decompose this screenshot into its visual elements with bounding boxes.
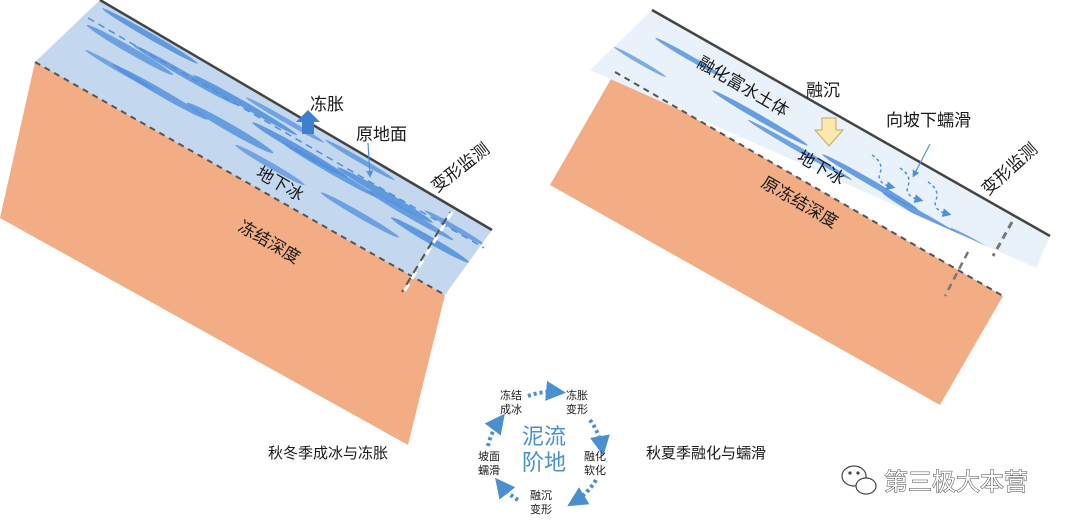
right-panel: 融化富水土体 融沉 向坡下蠕滑 地下冰 变形监测 原冻结深度 秋夏季融化与蠕滑 xyxy=(550,8,1051,462)
right-monitoring-pole-upper xyxy=(991,221,1014,257)
creep-arrow-1-icon xyxy=(871,154,896,191)
cycle-step5-line2: 蠕滑 xyxy=(478,464,500,477)
frost-heave-label: 冻胀 xyxy=(310,95,344,115)
left-deformation-monitoring-label: 变形监测 xyxy=(428,139,494,197)
right-thaw-front xyxy=(614,71,1004,297)
watermark-text: 第三极大本营 xyxy=(884,468,1028,496)
downslope-creep-label: 向坡下蠕滑 xyxy=(886,111,971,131)
cycle-center-line1: 泥流 xyxy=(522,425,566,450)
cycle-step3-line2: 软化 xyxy=(584,463,606,477)
cycle-step3-line1: 融化 xyxy=(584,449,606,463)
original-ground-pointer xyxy=(366,142,374,178)
right-caption: 秋夏季融化与蠕滑 xyxy=(646,444,766,462)
wechat-icon xyxy=(841,465,877,495)
left-ground-surface xyxy=(99,0,493,232)
cycle-step2-line1: 冻胀 xyxy=(566,388,588,402)
cycle-step1-line1: 冻结 xyxy=(500,388,522,402)
cycle-arrow-4 xyxy=(495,477,520,502)
cycle-arrow-5 xyxy=(484,413,505,447)
left-freezing-front xyxy=(34,61,446,296)
creep-arrow-2-icon xyxy=(899,167,924,204)
cycle-step2-line2: 变形 xyxy=(566,402,588,416)
cycle-arrow-1 xyxy=(527,380,566,401)
left-monitoring-pole xyxy=(402,211,454,293)
cycle-arrow-2 xyxy=(588,418,610,456)
watermark: 第三极大本营 xyxy=(841,465,1029,497)
thaw-settlement-arrow-icon xyxy=(813,117,845,147)
cycle-step4-line2: 变形 xyxy=(530,502,552,516)
cycle-step1-line2: 成冰 xyxy=(500,403,522,416)
right-monitoring-pole-lower xyxy=(943,251,970,297)
left-original-ground-line xyxy=(87,17,485,249)
cycle-step4-line1: 融沉 xyxy=(530,489,552,502)
creep-arrow-3-icon xyxy=(927,181,952,218)
downslope-creep-pointer xyxy=(912,143,931,178)
frost-heave-arrow-icon xyxy=(296,110,320,134)
mudflow-terrace-cycle: 泥流 阶地 冻结 成冰 冻胀 变形 融化 软化 融沉 变形 坡面 蠕滑 xyxy=(478,380,610,516)
cycle-step5-line1: 坡面 xyxy=(478,450,500,463)
right-ground-surface xyxy=(651,8,1051,238)
left-panel: 冻胀 原地面 地下冰 变形监测 冻结深度 秋冬季成冰与冻胀 xyxy=(0,0,494,462)
right-soil-block xyxy=(550,72,1003,405)
thaw-settlement-label: 融沉 xyxy=(806,81,840,101)
left-monitoring-pole-shadow xyxy=(401,211,451,293)
left-soil-block xyxy=(0,62,445,445)
cycle-center-line2: 阶地 xyxy=(522,451,566,476)
left-caption: 秋冬季成冰与冻胀 xyxy=(268,444,388,462)
cycle-arrow-3 xyxy=(567,478,598,507)
right-deformation-monitoring-label: 变形监测 xyxy=(978,139,1042,199)
original-ground-label: 原地面 xyxy=(356,125,407,145)
